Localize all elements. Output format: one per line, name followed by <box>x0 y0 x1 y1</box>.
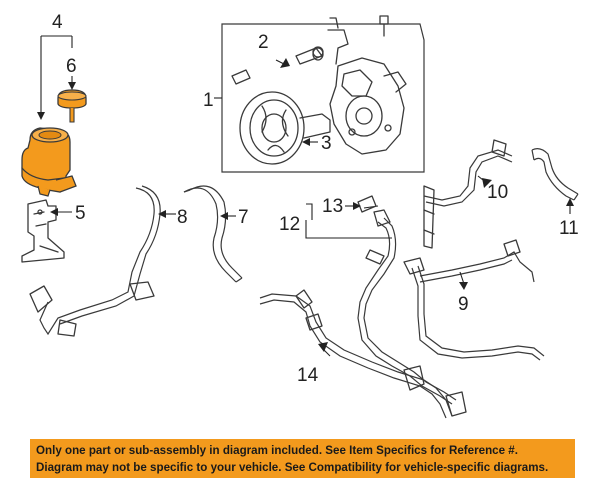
pump-body <box>231 29 407 155</box>
callout-9: 9 <box>458 294 469 315</box>
callout-3: 3 <box>321 133 332 154</box>
callout-2: 2 <box>258 32 269 53</box>
disclaimer-line-1: Only one part or sub-assembly in diagram… <box>36 444 518 457</box>
disclaimer-banner: Only one part or sub-assembly in diagram… <box>30 439 575 478</box>
disclaimer-line-2: Diagram may not be specific to your vehi… <box>36 461 549 474</box>
return-hose-8 <box>29 185 176 337</box>
cooler-tube-10 <box>423 139 513 249</box>
callout-1: 1 <box>203 90 214 111</box>
callout-4: 4 <box>52 12 63 33</box>
callout-5: 5 <box>75 203 86 224</box>
hose-11 <box>531 148 579 214</box>
callout-11: 11 <box>559 218 579 239</box>
callout-12: 12 <box>279 214 300 235</box>
pressure-hose <box>305 195 467 417</box>
pump-group-box <box>214 23 425 173</box>
reservoir-cap <box>57 89 87 123</box>
callout-8: 8 <box>177 207 188 228</box>
pulley <box>239 91 331 165</box>
callout-13: 13 <box>322 196 343 217</box>
callout-4-leader <box>37 35 76 120</box>
return-hose-7 <box>183 185 243 283</box>
cooler-tube-9 <box>403 239 545 361</box>
callout-6: 6 <box>66 56 77 77</box>
callout-14: 14 <box>297 365 319 386</box>
reservoir-bracket <box>21 199 72 263</box>
callout-10: 10 <box>487 182 508 203</box>
pump-bolts <box>329 15 389 37</box>
cooler-tube-14 <box>259 289 453 419</box>
callout-7: 7 <box>238 207 249 228</box>
reservoir-assembly <box>21 127 77 197</box>
